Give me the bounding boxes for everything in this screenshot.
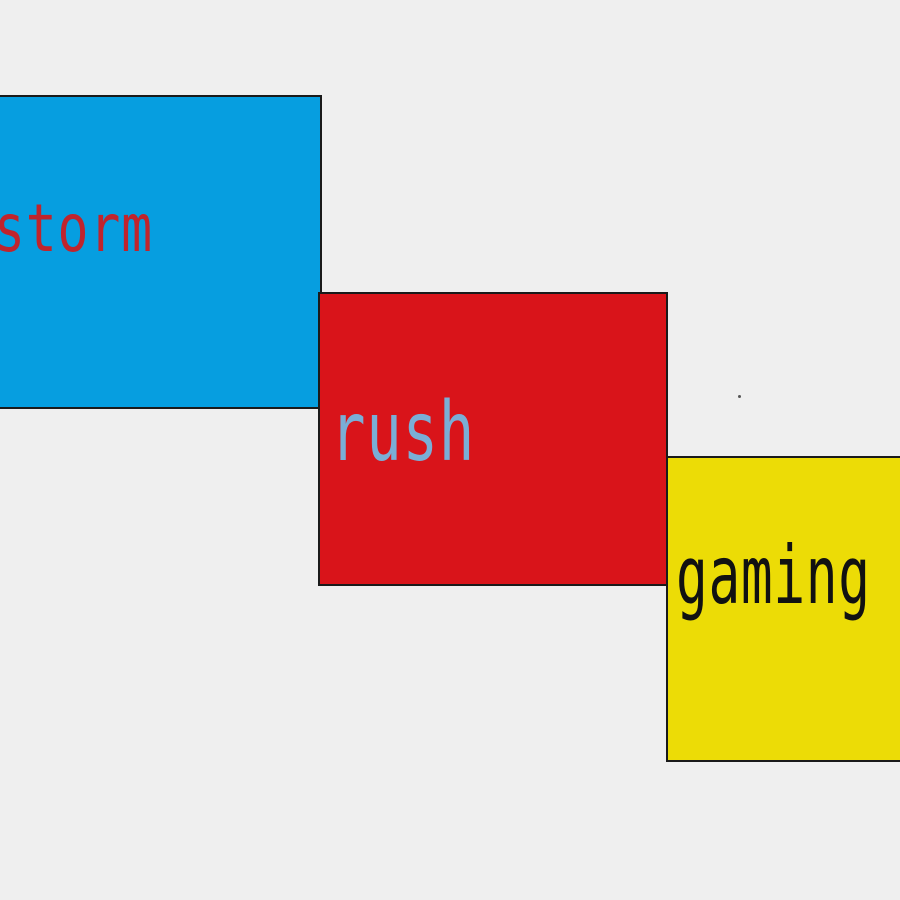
yellow-block: [666, 456, 900, 762]
gaming-word: gaming: [676, 529, 871, 622]
blue-block: [0, 95, 322, 409]
rush-word: rush: [330, 385, 476, 480]
storm-word: storm: [0, 190, 153, 267]
speck-dot: [738, 395, 741, 398]
red-block: [318, 292, 668, 586]
